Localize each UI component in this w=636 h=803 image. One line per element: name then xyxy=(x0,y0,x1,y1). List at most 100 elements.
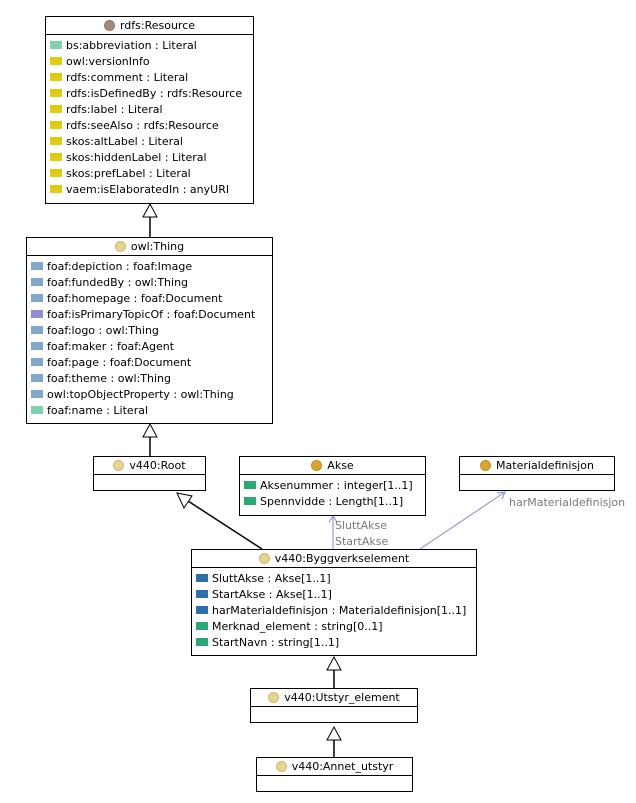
object-blue-property-icon xyxy=(31,278,43,286)
dark-blue-property-icon xyxy=(196,590,208,598)
class-dot-icon xyxy=(268,692,280,703)
attribute-row: bs:abbreviation : Literal xyxy=(46,37,253,53)
attribute-text: owl:versionInfo xyxy=(66,54,150,68)
edge-label-harmaterialdefinisjon: harMaterialdefinisjon xyxy=(509,496,626,509)
assoc-arrow-byggverk-akse xyxy=(328,515,338,523)
object-blue-property-icon xyxy=(31,358,43,366)
object-purple-property-icon xyxy=(31,310,43,318)
attribute-list: Aksenummer : integer[1..1] Spennvidde : L… xyxy=(240,475,425,509)
object-blue-property-icon xyxy=(31,326,43,334)
object-blue-property-icon xyxy=(31,262,43,270)
annotation-yellow-property-icon xyxy=(50,121,62,129)
gen-line-byggverk-root xyxy=(187,500,263,550)
class-header: v440:Root xyxy=(94,457,205,475)
attribute-text: rdfs:isDefinedBy : rdfs:Resource xyxy=(66,86,243,100)
class-akse[interactable]: Akse Aksenummer : integer[1..1] Spennvidd… xyxy=(239,456,426,516)
class-dot-icon xyxy=(114,241,126,252)
edge-label-startakse: StartAkse xyxy=(335,535,389,548)
attribute-list: bs:abbreviation : Literal owl:versionInfo… xyxy=(46,35,253,197)
gen-arrow-root-thing xyxy=(142,422,158,438)
class-materialdefinisjon[interactable]: Materialdefinisjon xyxy=(459,456,615,491)
attribute-row: owl:topObjectProperty : owl:Thing xyxy=(27,386,272,402)
class-title: v440:Annet_utstyr xyxy=(291,760,394,773)
class-header: v440:Utstyr_element xyxy=(251,689,417,707)
attribute-text: foaf:page : foaf:Document xyxy=(47,355,192,369)
class-title: v440:Root xyxy=(129,459,186,472)
attribute-text: harMaterialdefinisjon : Materialdefinisj… xyxy=(212,603,467,617)
attribute-text: rdfs:seeAlso : rdfs:Resource xyxy=(66,118,219,132)
class-header: v440:Annet_utstyr xyxy=(257,758,412,776)
assoc-line-byggverk-material xyxy=(419,491,506,550)
class-dot-icon xyxy=(275,761,287,772)
attribute-row: foaf:homepage : foaf:Document xyxy=(27,290,272,306)
attribute-row: rdfs:comment : Literal xyxy=(46,69,253,85)
attribute-text: foaf:isPrimaryTopicOf : foaf:Document xyxy=(47,307,256,321)
attribute-text: skos:hiddenLabel : Literal xyxy=(66,150,207,164)
class-dot-icon xyxy=(113,460,125,471)
attribute-text: skos:prefLabel : Literal xyxy=(66,166,191,180)
class-dot-icon xyxy=(480,460,492,471)
object-blue-property-icon xyxy=(31,390,43,398)
attribute-text: rdfs:comment : Literal xyxy=(66,70,189,84)
attribute-row: foaf:theme : owl:Thing xyxy=(27,370,272,386)
edge-label-sluttakse: SluttAkse xyxy=(335,519,388,532)
dark-green-property-icon xyxy=(196,622,208,630)
class-v440-byggverkselement[interactable]: v440:Byggverkselement SluttAkse : Akse[1… xyxy=(191,549,477,656)
attribute-text: Spennvidde : Length[1..1] xyxy=(260,494,404,508)
object-blue-property-icon xyxy=(31,294,43,302)
attribute-text: vaem:isElaboratedIn : anyURI xyxy=(66,182,230,196)
attribute-row: vaem:isElaboratedIn : anyURI xyxy=(46,181,253,197)
class-header: Akse xyxy=(240,457,425,475)
attribute-row: foaf:maker : foaf:Agent xyxy=(27,338,272,354)
class-header: Materialdefinisjon xyxy=(460,457,614,475)
attribute-row: rdfs:label : Literal xyxy=(46,101,253,117)
attribute-row: rdfs:isDefinedBy : rdfs:Resource xyxy=(46,85,253,101)
attribute-text: bs:abbreviation : Literal xyxy=(66,38,197,52)
attribute-text: foaf:maker : foaf:Agent xyxy=(47,339,175,353)
attribute-row: Spennvidde : Length[1..1] xyxy=(240,493,425,509)
attribute-row: SluttAkse : Akse[1..1] xyxy=(192,570,476,586)
class-rdfs-resource[interactable]: rdfs:Resource bs:abbreviation : Literal o… xyxy=(45,16,254,204)
attribute-row: Aksenummer : integer[1..1] xyxy=(240,477,425,493)
class-dot-icon xyxy=(258,553,270,564)
class-header: owl:Thing xyxy=(27,238,272,256)
attribute-list: SluttAkse : Akse[1..1]StartAkse : Akse[1… xyxy=(192,568,476,650)
attribute-row: foaf:page : foaf:Document xyxy=(27,354,272,370)
attribute-text: Aksenummer : integer[1..1] xyxy=(260,478,413,492)
class-dot-icon xyxy=(103,20,115,31)
dark-blue-property-icon xyxy=(196,606,208,614)
dark-blue-property-icon xyxy=(196,574,208,582)
class-title: v440:Byggverkselement xyxy=(274,552,410,565)
class-title: owl:Thing xyxy=(130,240,185,253)
gen-arrow-byggverk-root xyxy=(176,492,193,510)
attribute-text: skos:altLabel : Literal xyxy=(66,134,183,148)
class-v440-annet-utstyr[interactable]: v440:Annet_utstyr xyxy=(256,757,413,792)
annotation-yellow-property-icon xyxy=(50,137,62,145)
object-blue-property-icon xyxy=(31,374,43,382)
annotation-yellow-property-icon xyxy=(50,57,62,65)
gen-arrow-annet-utstyr xyxy=(326,725,342,741)
annotation-yellow-property-icon xyxy=(50,89,62,97)
dark-green-property-icon xyxy=(244,481,256,489)
attribute-row: rdfs:seeAlso : rdfs:Resource xyxy=(46,117,253,133)
class-title: v440:Utstyr_element xyxy=(284,691,400,704)
attribute-text: Merknad_element : string[0..1] xyxy=(212,619,383,633)
attribute-row: skos:prefLabel : Literal xyxy=(46,165,253,181)
attribute-row: skos:hiddenLabel : Literal xyxy=(46,149,253,165)
attribute-text: foaf:fundedBy : owl:Thing xyxy=(47,275,189,289)
attribute-row: harMaterialdefinisjon : Materialdefinisj… xyxy=(192,602,476,618)
annotation-yellow-property-icon xyxy=(50,105,62,113)
attribute-row: skos:altLabel : Literal xyxy=(46,133,253,149)
attribute-text: foaf:depiction : foaf:Image xyxy=(47,259,193,273)
attribute-row: foaf:name : Literal xyxy=(27,402,272,418)
attribute-list: foaf:depiction : foaf:Image foaf:fundedBy… xyxy=(27,256,272,418)
gen-arrow-utstyr-byggverk xyxy=(326,655,342,671)
attribute-row: StartAkse : Akse[1..1] xyxy=(192,586,476,602)
class-header: rdfs:Resource xyxy=(46,17,253,35)
gen-arrow-thing-resource xyxy=(142,202,158,218)
class-v440-utstyr-element[interactable]: v440:Utstyr_element xyxy=(250,688,418,723)
class-header: v440:Byggverkselement xyxy=(192,550,476,568)
class-v440-root[interactable]: v440:Root xyxy=(93,456,206,491)
